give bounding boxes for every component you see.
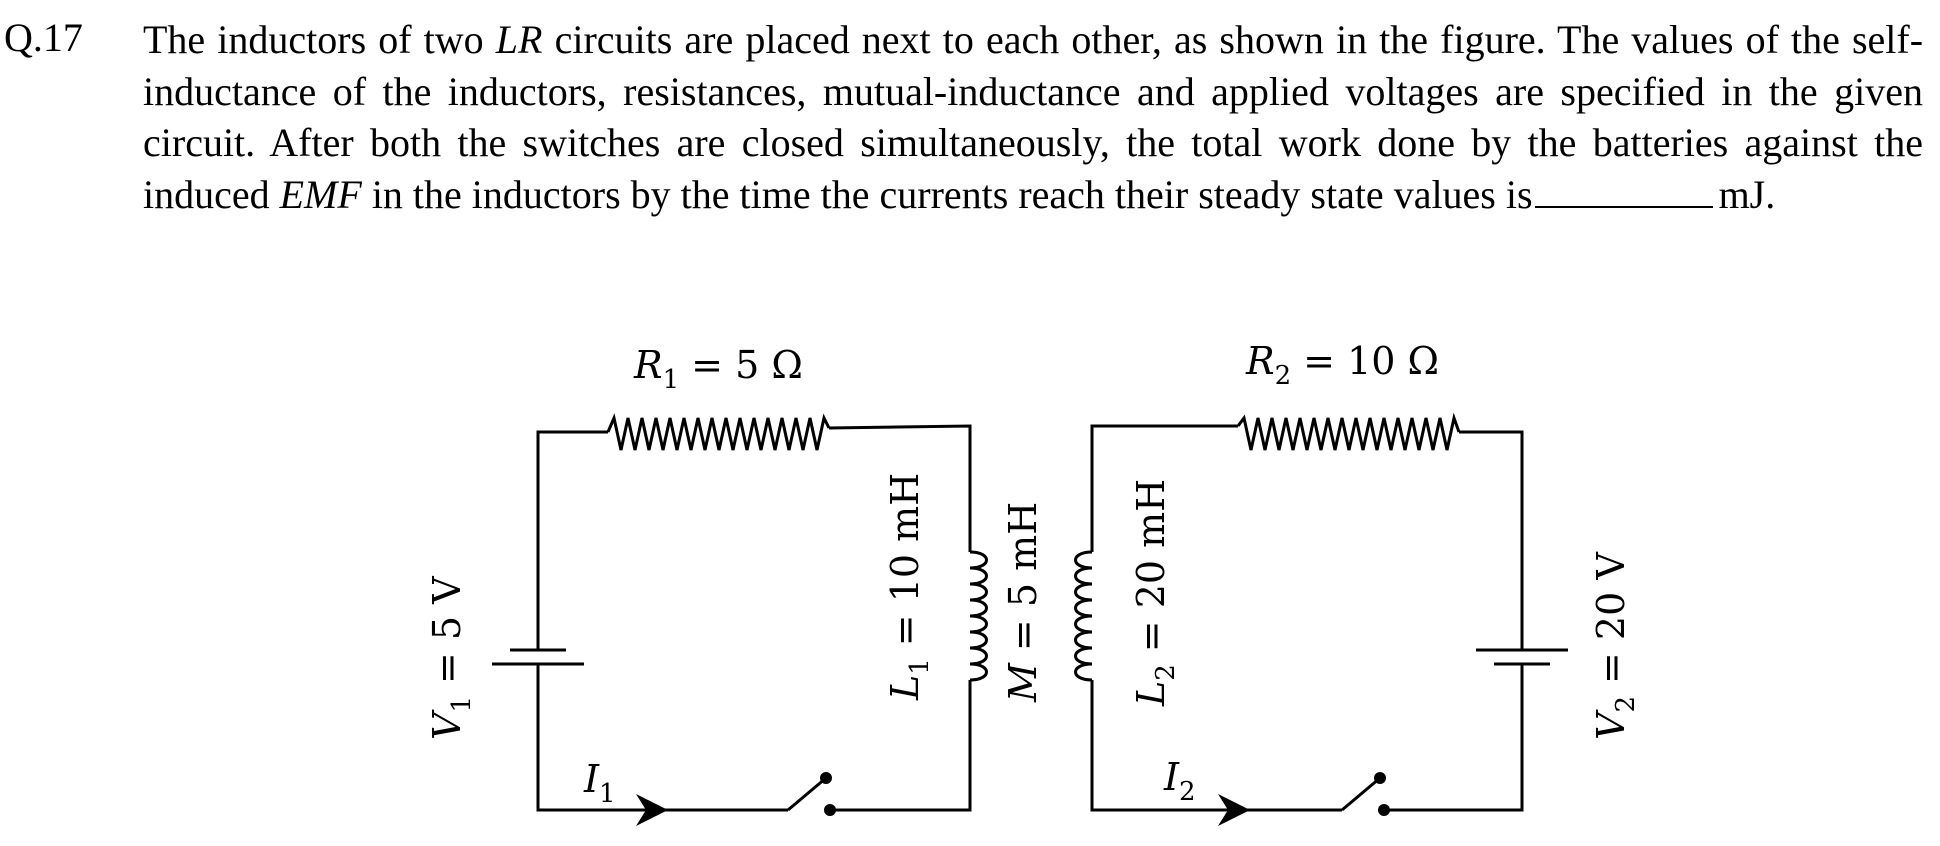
left-bottom-wire bbox=[536, 664, 788, 812]
label-v2: V2= 20 V bbox=[1589, 552, 1641, 740]
right-left-wire bbox=[1090, 680, 1342, 812]
question-text: The inductors of two LR circuits are pla… bbox=[143, 14, 1923, 220]
left-switch-contact bbox=[824, 804, 836, 816]
left-switch-blade bbox=[787, 776, 827, 812]
label-l2: L2= 20 mH bbox=[1129, 479, 1181, 707]
right-switch-pivot bbox=[1374, 772, 1386, 784]
question-text-part-3: in the inductors by the time the current… bbox=[371, 171, 1533, 217]
label-i1: I1 bbox=[583, 757, 616, 809]
right-switch-blade bbox=[1341, 776, 1381, 812]
lr-symbol: LR bbox=[495, 17, 543, 62]
right-current-arrow-icon bbox=[1218, 794, 1250, 826]
right-bottom-wire bbox=[1384, 664, 1524, 812]
question-text-part-1: The inductors of two bbox=[143, 17, 484, 62]
left-inductor-l1 bbox=[969, 550, 988, 682]
left-switch-pivot bbox=[820, 772, 832, 784]
left-right-wire bbox=[830, 680, 972, 812]
right-resistor-r2 bbox=[1236, 412, 1461, 451]
emf-symbol: EMF bbox=[279, 171, 362, 217]
left-current-arrow-icon bbox=[636, 794, 668, 826]
label-mutual: M= 5 mH bbox=[1001, 502, 1045, 703]
label-r2: R2= 10 Ω bbox=[1245, 339, 1439, 391]
question-number: Q.17 bbox=[4, 15, 83, 60]
question-text-part-2: circuits are placed next to each other, … bbox=[143, 17, 1924, 217]
label-v1: V1= 5 V bbox=[425, 576, 477, 740]
label-l1: L1= 10 mH bbox=[883, 473, 935, 701]
label-i2: I2 bbox=[1163, 755, 1196, 807]
left-top-wire-right bbox=[828, 424, 972, 552]
answer-blank bbox=[1534, 176, 1713, 208]
right-inductor-l2 bbox=[1074, 550, 1093, 682]
label-r1: R1= 5 Ω bbox=[633, 343, 803, 395]
answer-unit: mJ. bbox=[1718, 171, 1776, 217]
right-switch-contact bbox=[1378, 804, 1390, 816]
left-top-wire-left bbox=[536, 430, 608, 650]
left-resistor-r1 bbox=[606, 413, 831, 451]
right-top-wire-left bbox=[1090, 424, 1238, 552]
right-top-wire-right bbox=[1459, 430, 1524, 650]
